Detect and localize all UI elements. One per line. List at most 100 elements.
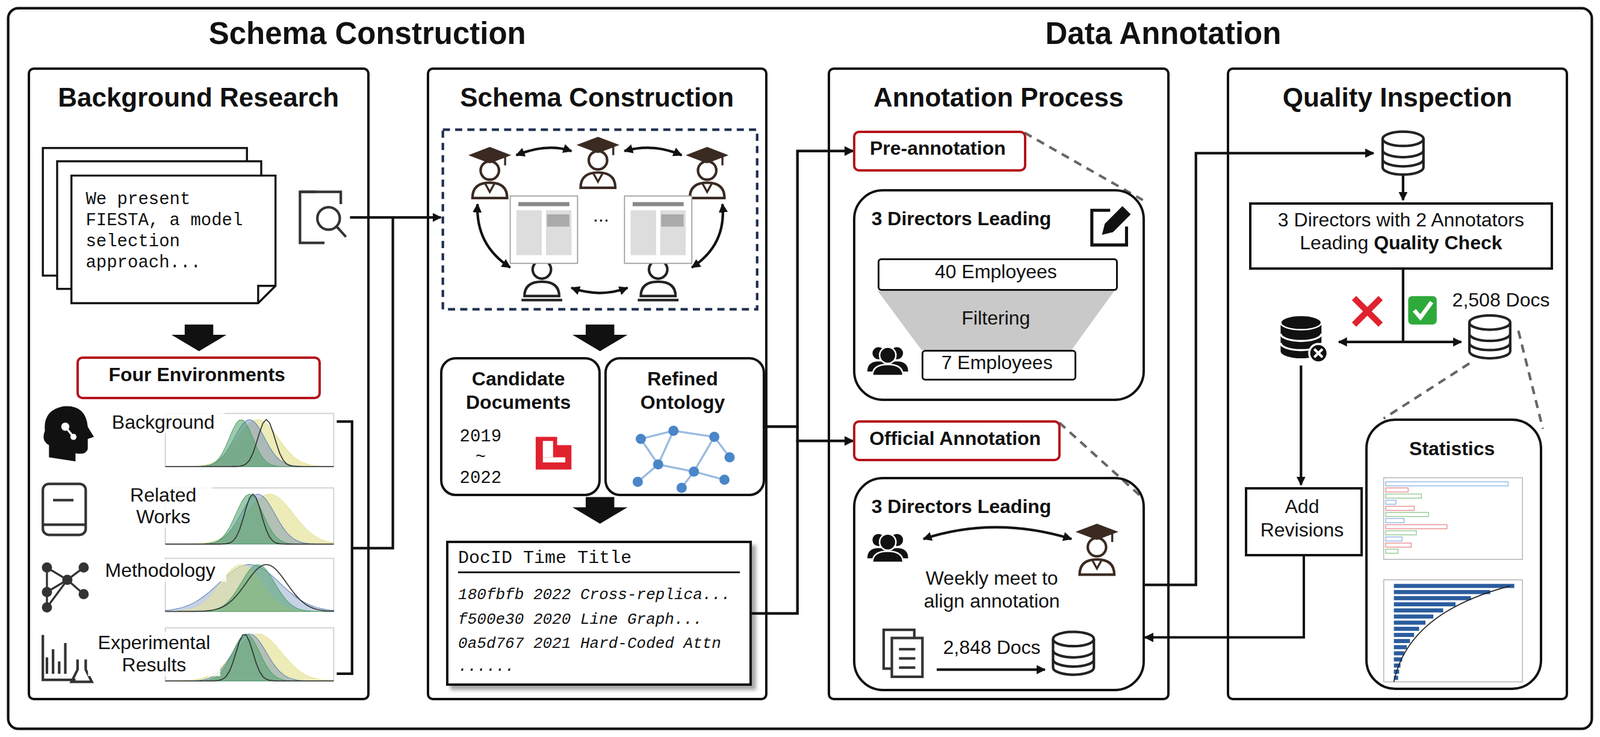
statistics-charts	[1394, 651, 1405, 656]
callout-leaders	[1383, 363, 1470, 419]
section-title: Schema Construction	[152, 16, 582, 52]
calendar-icon	[535, 437, 572, 470]
expert-discussion	[624, 195, 692, 264]
decision-marks	[1353, 297, 1381, 325]
statistics-charts	[1394, 626, 1420, 631]
box-heading: 7 Employees	[921, 350, 1073, 374]
statistics-charts	[1385, 536, 1402, 542]
page-stack	[258, 285, 276, 304]
ontology-graph	[657, 430, 673, 465]
box-text-bold: Quality Check	[1373, 231, 1502, 254]
statistics-charts	[1394, 585, 1511, 682]
flow-arrows	[1338, 340, 1404, 344]
box-heading: Four Environments	[76, 362, 318, 386]
people-icons	[867, 533, 909, 563]
environment-icons	[42, 601, 53, 613]
page-stack	[42, 148, 276, 304]
calendar-icon	[535, 437, 572, 470]
box-text: 180fbfb 2022 Cross-replica...	[458, 585, 740, 605]
annotation-label: 2,508 Docs	[1444, 288, 1557, 312]
flow-arrows	[1401, 269, 1405, 342]
statistics-charts	[1385, 494, 1422, 499]
connector-arrow	[765, 426, 854, 442]
environment-icons	[42, 405, 94, 682]
search-icon	[299, 192, 325, 244]
box-heading: Annotation Process	[827, 81, 1170, 114]
ontology-graph	[694, 437, 715, 472]
box-heading: Pre-annotation	[852, 136, 1023, 160]
expert-discussion	[477, 147, 723, 293]
box-heading: Quality Inspection	[1226, 81, 1569, 114]
statistics-charts	[1394, 644, 1407, 649]
statistics-charts	[1385, 524, 1448, 529]
flow-arrows	[336, 152, 1461, 674]
rounded-box: 3 Directors Leading40 EmployeesFiltering…	[852, 189, 1145, 402]
block-arrows	[171, 324, 227, 351]
environment-icons	[42, 634, 76, 680]
databases	[1382, 131, 1424, 175]
connector-arrow	[765, 151, 854, 427]
panel: Schema ConstructionCandidate Documents20…	[426, 67, 768, 701]
process-box: 7 Employees	[921, 349, 1077, 381]
box-heading: 3 Directors Leading	[871, 207, 1097, 230]
statistics-charts	[1385, 518, 1405, 523]
ontology-graph	[657, 464, 694, 472]
flow-arrows	[923, 527, 1072, 539]
databases	[1314, 349, 1323, 358]
ontology-graph	[719, 474, 730, 485]
people-icons	[1075, 523, 1119, 575]
expert-discussion	[468, 146, 512, 199]
process-box: 3 Directors with 2 Annotators LeadingQua…	[1249, 202, 1554, 270]
environment-icons	[65, 426, 74, 438]
expert-discussion	[637, 260, 679, 300]
box-text: 2,848 Docs	[930, 635, 1053, 659]
highlight-box: Official Annotation	[852, 420, 1061, 462]
search-icon	[299, 192, 341, 205]
box-text: Weekly meet to align annotation	[910, 566, 1074, 613]
expert-discussion	[691, 204, 723, 268]
statistics-charts	[1394, 583, 1515, 589]
box-heading: Schema Construction	[426, 81, 768, 114]
statistics-charts	[1385, 530, 1417, 536]
statistics-charts	[1394, 632, 1415, 637]
edit-icon	[1103, 208, 1129, 233]
expert-discussion	[624, 147, 682, 155]
annotation-label: Background	[102, 411, 225, 434]
panel: Annotation ProcessPre-annotation 3 Direct…	[827, 67, 1170, 701]
text-line: 3 Directors with 2 Annotators LeadingQua…	[1256, 208, 1545, 255]
data-table: DocID Time Title180fbfb 2022 Cross-repli…	[446, 540, 753, 686]
decision-marks	[1353, 296, 1437, 325]
expert-discussion	[443, 129, 758, 309]
expert-discussion	[571, 287, 628, 293]
ontology-graph	[724, 452, 735, 463]
box-heading: 40 Employees	[877, 260, 1115, 283]
box-text: f500e30 2020 Line Graph...	[458, 610, 740, 630]
page-stack	[71, 175, 276, 304]
callout-leaders	[1518, 330, 1543, 429]
calendar-icon	[542, 440, 554, 457]
databases	[1280, 315, 1322, 330]
outer-frame	[8, 8, 1593, 729]
databases	[1469, 315, 1511, 359]
ontology-graph	[632, 476, 643, 487]
statistics-charts	[1394, 614, 1434, 619]
statistics-charts	[1394, 638, 1411, 643]
section-title: Data Annotation	[979, 16, 1347, 52]
docs-icon	[883, 629, 923, 677]
environment-icons	[46, 567, 84, 608]
search-icon	[299, 192, 346, 244]
ontology-graph	[668, 425, 679, 436]
environment-icons	[42, 562, 53, 573]
environment-icons	[62, 574, 73, 585]
statistics-charts	[1385, 548, 1398, 554]
statistics-charts	[1394, 589, 1491, 595]
panel: Background ResearchWe present FIESTA, a …	[27, 67, 370, 701]
environment-icons	[78, 588, 90, 599]
box-heading: Background Research	[27, 81, 370, 114]
ontology-graph	[709, 431, 720, 442]
statistics-charts	[1385, 512, 1429, 517]
statistics-charts	[1394, 607, 1444, 613]
decision-marks	[1413, 302, 1432, 318]
ontology-graph	[673, 430, 715, 437]
